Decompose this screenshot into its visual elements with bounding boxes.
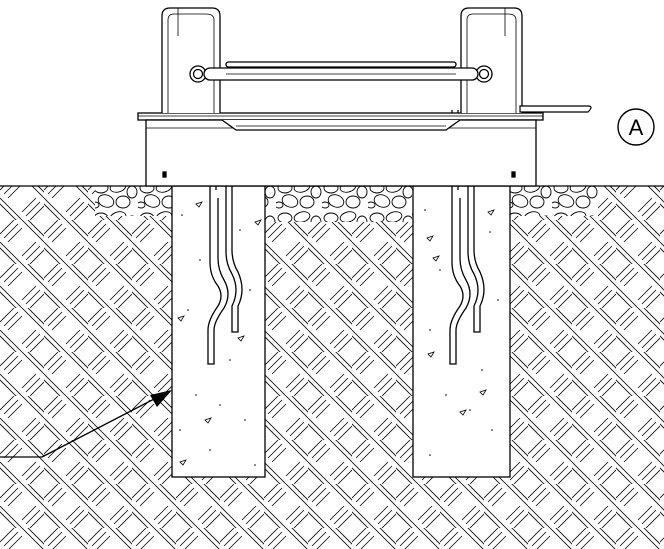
concrete-footing-right <box>412 185 511 478</box>
callout-a-label: A <box>629 115 644 140</box>
callout-a: A <box>617 108 655 146</box>
upright-bracket-right <box>460 7 523 113</box>
soil-region <box>0 186 664 549</box>
upright-bracket-left <box>161 7 221 113</box>
leader-arrow <box>0 390 172 458</box>
crossbar <box>203 61 479 81</box>
equipment-base-frame <box>137 112 544 187</box>
side-tab <box>519 105 592 113</box>
